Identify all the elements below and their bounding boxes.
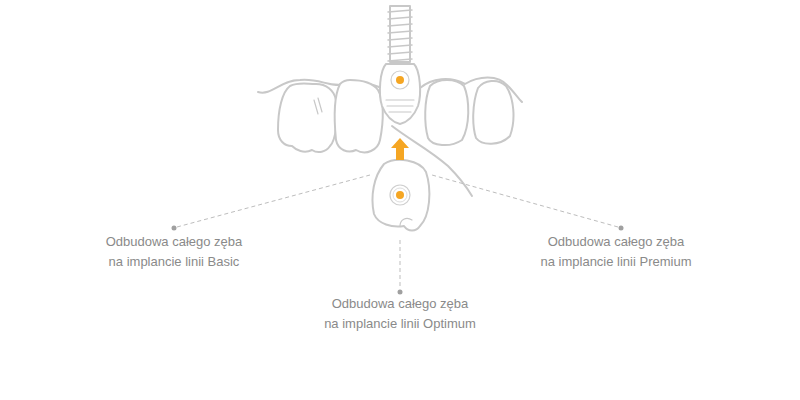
implant-thread xyxy=(388,17,412,19)
implant-thread xyxy=(388,24,412,26)
crown-detail xyxy=(400,218,412,226)
abutment-ring xyxy=(386,100,414,112)
leader-dot xyxy=(398,290,403,295)
marker-ring xyxy=(390,185,410,205)
implant-thread xyxy=(388,31,412,33)
implant-abutment xyxy=(380,64,420,124)
tooth-detail xyxy=(314,98,322,114)
molar-tooth xyxy=(278,84,337,153)
implant-thread xyxy=(388,10,412,12)
marker-dot xyxy=(396,191,404,199)
marker-ring xyxy=(391,71,409,89)
leader-dot xyxy=(619,226,624,231)
direction-arrow xyxy=(391,138,409,160)
marker-dot xyxy=(396,76,404,84)
implant-thread xyxy=(388,38,412,40)
callout-label: Odbudowa całego zęba na implancie linii … xyxy=(324,294,476,334)
premolar-tooth xyxy=(335,80,383,152)
leader-dot xyxy=(172,226,177,231)
implant-thread xyxy=(388,52,412,54)
implant-thread xyxy=(388,59,412,61)
callout-label: Odbudowa całego zęba na implancie linii … xyxy=(106,232,243,272)
implant-thread xyxy=(388,45,412,47)
front-tooth xyxy=(473,81,513,144)
front-tooth xyxy=(425,80,468,145)
leader-line xyxy=(177,175,370,227)
leader-line xyxy=(400,240,401,289)
leader-line xyxy=(432,175,618,227)
marker-ring xyxy=(393,188,407,202)
callout-label: Odbudowa całego zęba na implancie linii … xyxy=(541,232,692,272)
crown xyxy=(372,160,429,231)
